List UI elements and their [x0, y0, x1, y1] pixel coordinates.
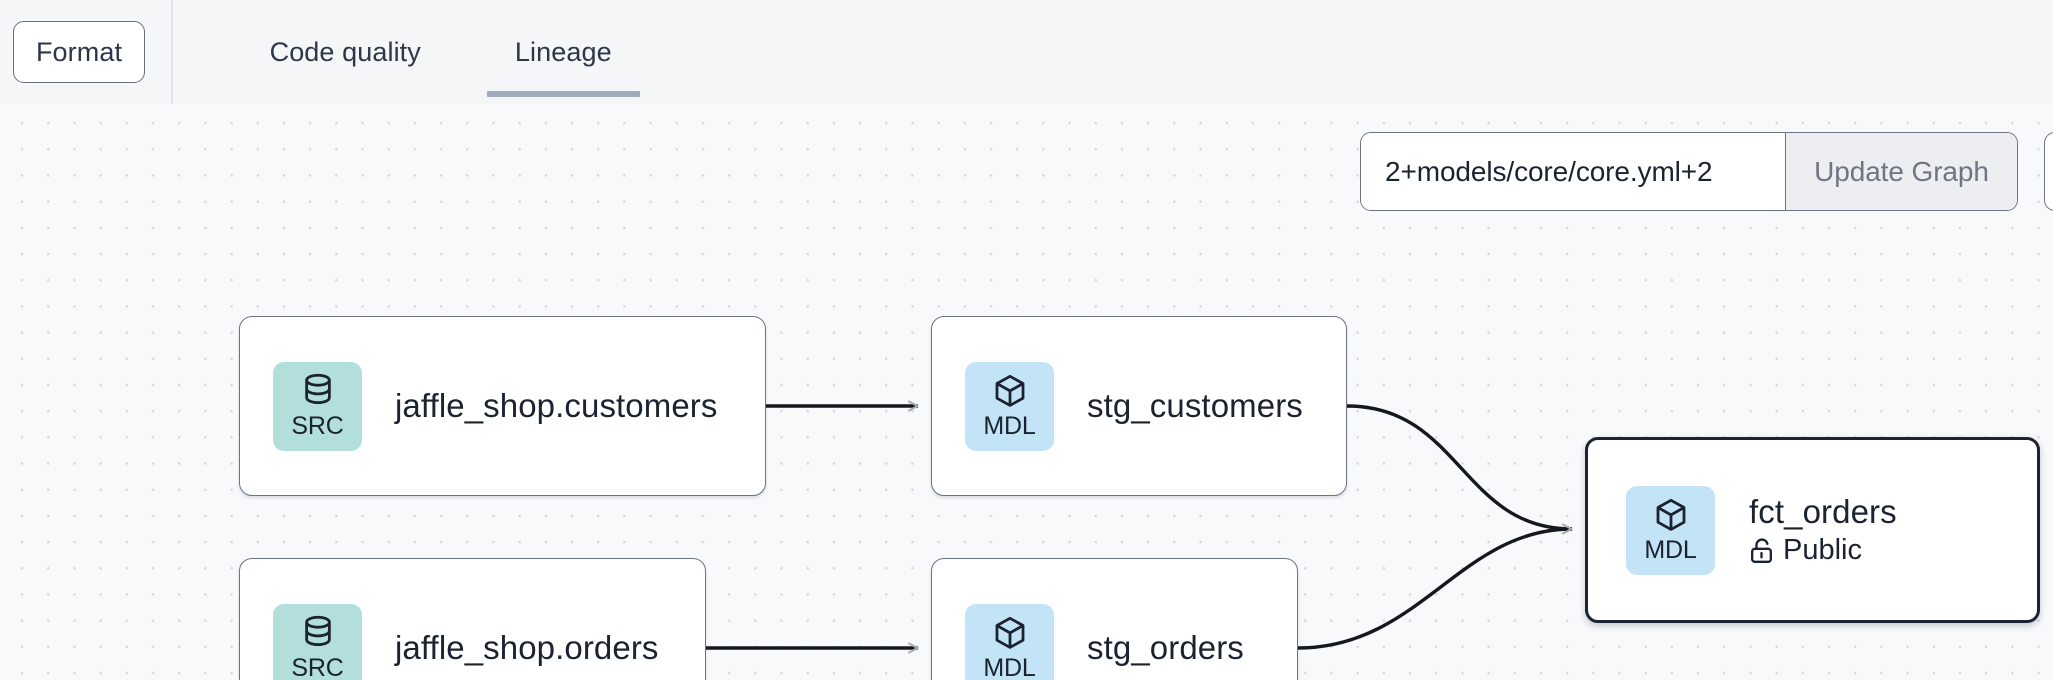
- node-access-label: Public: [1783, 534, 1862, 567]
- overflow-control-panel[interactable]: [2044, 132, 2053, 211]
- badge-src: SRC: [273, 603, 362, 680]
- node-body: fct_orders Public: [1749, 493, 1897, 568]
- cube-icon: [1656, 498, 1685, 531]
- tab-bar: Code quality Lineage: [173, 0, 2053, 104]
- toolbar-left-group: Format: [0, 0, 171, 104]
- editor-toolbar: Format Code quality Lineage: [0, 0, 2053, 104]
- database-icon: [304, 615, 331, 647]
- node-title: fct_orders: [1749, 492, 1897, 530]
- lineage-node-fct-orders[interactable]: MDL fct_orders Public: [1585, 437, 2040, 623]
- badge-src: SRC: [273, 361, 362, 451]
- node-body: jaffle_shop.orders: [395, 629, 659, 667]
- tab-code-quality-label: Code quality: [269, 36, 421, 67]
- format-button[interactable]: Format: [13, 21, 145, 83]
- lineage-canvas[interactable]: SRC jaffle_shop.customers SRC jaffle_sho…: [0, 104, 2053, 680]
- lineage-node-stg-customers[interactable]: MDL stg_customers: [931, 316, 1347, 496]
- node-title: jaffle_shop.customers: [395, 387, 718, 425]
- badge-src-label: SRC: [291, 654, 344, 680]
- badge-mdl: MDL: [965, 361, 1054, 451]
- lineage-node-stg-orders[interactable]: MDL stg_orders: [931, 558, 1298, 680]
- update-graph-button[interactable]: Update Graph: [1785, 133, 2017, 210]
- tab-code-quality[interactable]: Code quality: [242, 0, 449, 104]
- node-body: jaffle_shop.customers: [395, 387, 718, 425]
- tab-lineage-label: Lineage: [514, 36, 612, 67]
- node-access: Public: [1749, 534, 1897, 567]
- badge-mdl-label: MDL: [1644, 536, 1697, 564]
- tab-lineage[interactable]: Lineage: [486, 0, 640, 104]
- tab-lineage-underline: [486, 91, 640, 97]
- lineage-node-src-customers[interactable]: SRC jaffle_shop.customers: [239, 316, 766, 496]
- node-title: jaffle_shop.orders: [395, 629, 659, 667]
- cube-icon: [995, 616, 1024, 649]
- cube-icon: [995, 374, 1024, 407]
- graph-selector-input[interactable]: [1361, 133, 1785, 210]
- node-body: stg_customers: [1087, 387, 1303, 425]
- node-body: stg_orders: [1087, 629, 1244, 667]
- edge-stg-orders-to-fct-orders: [1297, 523, 1573, 650]
- badge-mdl: MDL: [965, 603, 1054, 680]
- node-title: stg_orders: [1087, 629, 1244, 667]
- edge-stg-customers-to-fct-orders: [1346, 404, 1573, 535]
- badge-src-label: SRC: [291, 412, 344, 440]
- graph-control-bar: Update Graph: [1360, 132, 2018, 211]
- badge-mdl-label: MDL: [983, 654, 1036, 680]
- lineage-node-src-orders[interactable]: SRC jaffle_shop.orders: [239, 558, 706, 680]
- toolbar-divider: [171, 0, 173, 104]
- node-title: stg_customers: [1087, 387, 1303, 425]
- database-icon: [304, 373, 331, 405]
- unlock-icon: [1751, 538, 1772, 564]
- badge-mdl-label: MDL: [983, 412, 1036, 440]
- badge-mdl: MDL: [1626, 485, 1715, 575]
